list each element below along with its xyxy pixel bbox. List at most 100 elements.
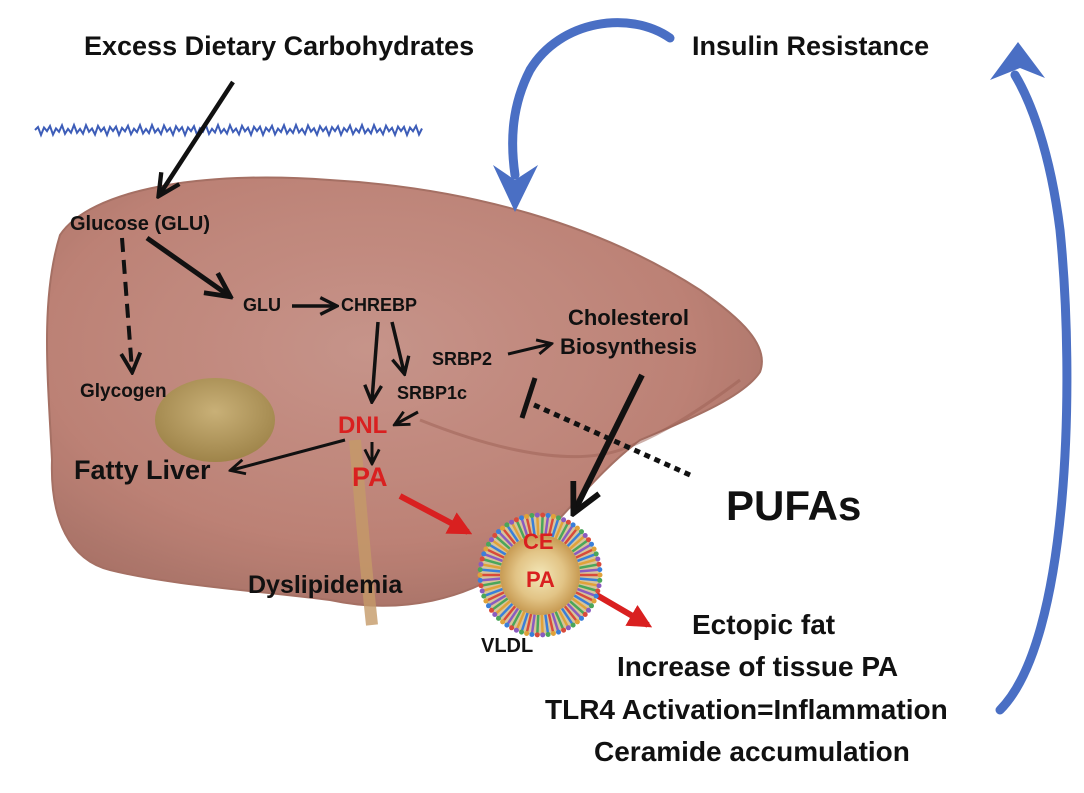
gallbladder-shape	[155, 378, 275, 462]
vldl-phospholipid	[483, 587, 504, 598]
vldl-phospholipid	[566, 530, 583, 547]
vldl-phospholipid-head	[593, 551, 599, 557]
vldl-phospholipid	[560, 524, 575, 543]
vldl-phospholipid-head	[513, 517, 519, 523]
vldl-phospholipid-head	[591, 598, 597, 604]
vldl-phospholipid	[480, 568, 501, 573]
vldl-phospholipid	[540, 515, 544, 536]
vldl-phospholipid-head	[492, 612, 498, 617]
vldl-phospholipid	[571, 538, 590, 553]
vldl-phospholipid-head	[550, 514, 556, 519]
vldl-phospholipid	[497, 530, 514, 547]
vldl-phospholipid	[544, 614, 550, 635]
vldl-phospholipid	[490, 538, 509, 553]
vldl-phospholipid-head	[477, 572, 483, 578]
vldl-phospholipid-head	[556, 515, 561, 521]
vldl-phospholipid	[505, 607, 520, 626]
vldl-phospholipid	[487, 594, 507, 607]
srbp2-label: SRBP2	[432, 349, 493, 369]
vldl-phospholipid-head	[496, 529, 501, 535]
vldl-pa-label: PA	[526, 567, 555, 592]
vldl-phospholipid	[480, 577, 501, 582]
vldl-phospholipid-head	[509, 625, 515, 631]
vldl-phospholipid	[563, 605, 579, 623]
vldl-phospholipid-head	[492, 533, 498, 538]
dyslipidemia-label: Dyslipidemia	[248, 571, 403, 599]
vldl-phospholipid	[576, 552, 597, 563]
fatty-liver-label: Fatty Liver	[74, 455, 211, 485]
vldl-phospholipid	[487, 543, 507, 556]
ceramide-label: Ceramide accumulation	[594, 736, 910, 767]
vldl-phospholipid	[551, 612, 560, 633]
vldl-phospholipid	[547, 613, 555, 634]
vldl-phospholipid-head	[524, 514, 530, 519]
vldl-phospholipid-head	[591, 546, 597, 552]
ectopic-fat-label: Ectopic fat	[692, 609, 836, 640]
vldl-phospholipid	[510, 609, 523, 629]
vldl-phospholipid	[579, 577, 600, 582]
vldl-phospholipid-head	[479, 556, 485, 562]
vldl-phospholipid-head	[570, 522, 576, 528]
vldl-phospholipid-head	[483, 546, 489, 552]
vldl-phospholipid-head	[597, 567, 603, 573]
vldl-phospholipid	[536, 614, 540, 635]
vldl-phospholipid-head	[579, 615, 584, 621]
vldl-phospholipid	[579, 568, 600, 573]
vldl-phospholipid-head	[565, 519, 571, 525]
vldl-phospholipid-head	[589, 603, 594, 609]
vldl-phospholipid-head	[574, 619, 580, 625]
vldl-phospholipid-head	[561, 517, 567, 523]
wave-line	[34, 122, 423, 138]
vldl-phospholipid-head	[582, 612, 588, 617]
vldl-phospholipid	[578, 557, 599, 566]
vldl-phospholipid	[575, 547, 595, 559]
insulin-to-liver-blue-arrow	[508, 18, 675, 180]
vldl-phospholipid-head	[534, 632, 540, 638]
vldl-particle	[477, 512, 603, 638]
srbp1c-to-dnl-arrow	[396, 410, 419, 424]
vldl-phospholipid	[557, 521, 570, 541]
vldl-phospholipid	[525, 516, 533, 537]
cholesterol-to-vldl-arrow	[575, 373, 645, 510]
inhibition-bar	[519, 377, 538, 419]
vldl-phospholipid	[480, 580, 501, 587]
vldl-phospholipid-head	[489, 607, 494, 613]
vldl-phospholipid	[530, 515, 536, 536]
pa-label: PA	[352, 462, 388, 492]
vldl-phospholipid-head	[477, 577, 483, 583]
pa-to-vldl-red-arrow	[398, 493, 473, 535]
dnl-to-fatty-liver-arrow	[232, 438, 346, 470]
vldl-phospholipid-head	[486, 541, 491, 547]
vldl-phospholipid	[525, 613, 533, 634]
vldl-phospholipid-head	[593, 593, 599, 599]
vldl-phospholipid	[554, 519, 565, 539]
vldl-phospholipid-head	[496, 615, 501, 621]
vldl-phospholipid	[497, 603, 514, 620]
vldl-phospholipid-head	[534, 512, 540, 518]
vldl-phospholipid	[501, 605, 517, 623]
vldl-phospholipid-head	[561, 627, 567, 633]
tlr4-activation-label: TLR4 Activation=Inflammation	[545, 694, 948, 725]
vldl-phospholipid-head	[481, 551, 487, 557]
vldl-phospholipid-head	[479, 588, 485, 594]
vldl-phospholipid	[493, 534, 511, 550]
glucose-to-glycogen-dashed-arrow	[122, 237, 132, 370]
vldl-phospholipid	[551, 517, 560, 538]
vldl-phospholipid	[579, 580, 600, 587]
vldl-phospholipid	[547, 516, 555, 537]
cholesterol-biosynthesis-label: Cholesterol Biosynthesis	[560, 306, 697, 358]
outcomes-to-insulin-blue-arrow	[995, 70, 1072, 715]
vldl-phospholipid-head	[504, 622, 510, 628]
vldl-phospholipid	[480, 563, 501, 570]
vldl-phospholipid-head	[596, 583, 602, 589]
vldl-phospholipid	[566, 603, 583, 620]
increase-tissue-pa-label: Increase of tissue PA	[617, 651, 899, 682]
vldl-phospholipid	[579, 563, 600, 570]
vldl-phospholipid-head	[540, 632, 546, 638]
vldl-phospholipid-head	[519, 629, 524, 635]
vldl-phospholipid-head	[509, 519, 515, 525]
vldl-phospholipid	[578, 584, 599, 593]
insulin-resistance-label: Insulin Resistance	[692, 31, 930, 61]
vldl-phospholipid	[515, 519, 526, 539]
